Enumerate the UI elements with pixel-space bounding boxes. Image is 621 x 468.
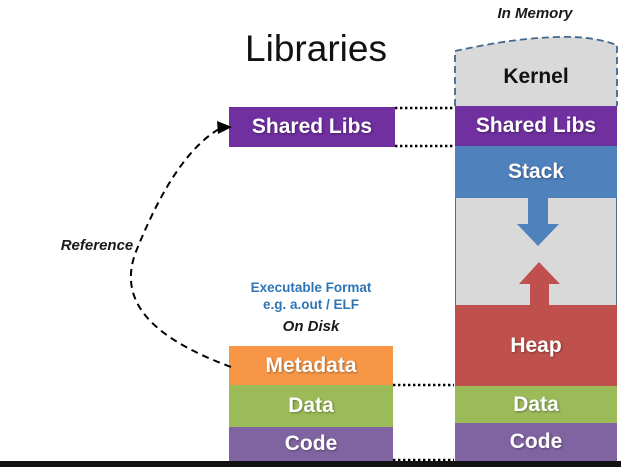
bottom-divider-bar [0,461,621,467]
executable-format-line1: Executable Format [250,280,372,295]
library-shared-libs-box: Shared Libs [229,107,395,147]
executable-format-line2: e.g. a.out / ELF [262,297,359,312]
on-disk-label: On Disk [282,318,340,335]
disk-data-box: Data [229,385,393,427]
disk-code-box: Code [229,427,393,461]
memory-shared-libs-box: Shared Libs [455,106,617,146]
memory-stack-box: Stack [455,146,617,198]
in-memory-label: In Memory [497,5,573,22]
kernel-label: Kernel [503,65,569,88]
disk-metadata-box: Metadata [229,346,393,385]
memory-data-box: Data [455,386,617,423]
page-title: Libraries [245,28,387,69]
executable-format-label: Executable Format e.g. a.out / ELF [229,279,393,313]
memory-free-space [455,198,617,305]
reference-label: Reference [60,237,134,254]
memory-heap-box: Heap [455,305,617,386]
memory-code-box: Code [455,423,617,461]
